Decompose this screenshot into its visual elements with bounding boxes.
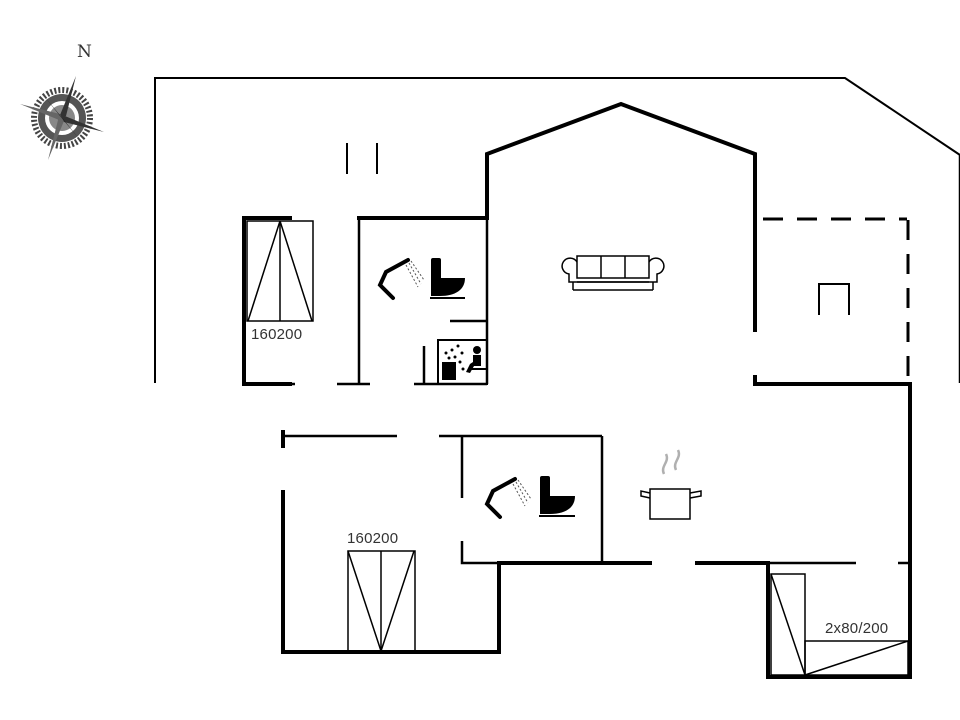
bed-label-bedroom-2: 160200: [347, 530, 399, 547]
north-label: N: [77, 42, 92, 62]
double-bed-icon-2: [347, 550, 416, 652]
house-walls: [242, 101, 912, 679]
annex-dashed-outline: [763, 217, 910, 384]
double-bed-icon: [246, 220, 314, 322]
fireplace-icon: [818, 283, 850, 315]
bed-label-bedroom-3: 2x80/200: [825, 620, 889, 637]
sauna-icon: [437, 339, 488, 385]
outdoor-marks: [346, 143, 378, 174]
sofa-icon: [561, 255, 665, 291]
toilet-icon-2: [539, 476, 575, 517]
shower-icon-2: [484, 477, 532, 519]
bed-label-bedroom-1: 160200: [251, 326, 303, 343]
cooking-pot-icon: [640, 449, 702, 520]
toilet-icon: [430, 258, 465, 299]
shower-icon: [377, 258, 425, 300]
compass-rose-icon: [20, 76, 104, 160]
twin-beds-icon: [770, 573, 909, 676]
terrace-outline: [154, 77, 960, 383]
